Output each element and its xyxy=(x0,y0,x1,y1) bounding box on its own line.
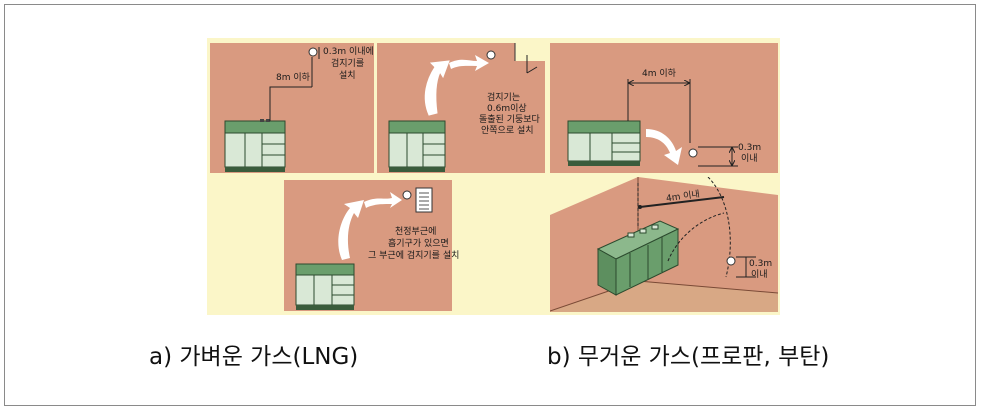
note-line-3: 돌출된 기둥보다 xyxy=(479,115,540,125)
gas-flow-arrow xyxy=(449,55,489,71)
stove-cabinet xyxy=(388,120,446,172)
air-intake-vent-icon xyxy=(415,187,433,213)
caption-b: b) 무거운 가스(프로판, 부탄) xyxy=(547,344,830,370)
stove-cabinet xyxy=(295,263,355,310)
beam-notch xyxy=(515,43,545,61)
gas-flow-arrow xyxy=(424,60,450,116)
gas-flow-arrow xyxy=(646,129,682,165)
distance-label: 8m 이하 xyxy=(276,73,310,83)
stove-cabinet xyxy=(224,119,286,172)
note-line-3: 설치 xyxy=(339,71,356,81)
gas-detector-icon xyxy=(402,190,412,200)
gas-detector-icon xyxy=(486,50,496,60)
gas-flow-arrow xyxy=(338,200,364,260)
gas-detector-installation-figure: 8m 이하 0.3m 이내에 검지기를 설치 검지기는 0.6m이상 xyxy=(207,38,780,315)
distance-line xyxy=(639,196,725,208)
stove-cabinet xyxy=(596,220,680,296)
panel-light-gas-beam: 검지기는 0.6m이상 돌출된 기둥보다 안쪽으로 설치 xyxy=(377,43,545,173)
floor xyxy=(550,281,778,312)
gas-detector-icon xyxy=(688,148,698,158)
gas-detector-icon xyxy=(308,47,318,57)
distance-line xyxy=(269,86,312,121)
panel-tl-drawing xyxy=(224,47,320,172)
note-line-2: 0.6m이상 xyxy=(487,104,527,114)
height-label-2: 이내 xyxy=(741,154,758,164)
height-label-1: 0.3m xyxy=(738,143,762,153)
note-line-4: 안쪽으로 설치 xyxy=(481,126,534,136)
height-label-1: 0.3m xyxy=(749,259,773,269)
panel-heavy-gas-floor: 4m 이하 0.3m 이내 xyxy=(550,43,778,173)
panel-light-gas-ceiling: 8m 이하 0.3m 이내에 검지기를 설치 xyxy=(210,43,374,173)
note-line-1: 0.3m 이내에 xyxy=(323,47,374,57)
note-line-2: 검지기를 xyxy=(331,59,365,69)
caption-a: a) 가벼운 가스(LNG) xyxy=(149,344,359,370)
note-line-1: 검지기는 xyxy=(487,93,521,103)
height-label-2: 이내 xyxy=(751,270,768,280)
panel-tr-drawing xyxy=(567,79,738,167)
gas-flow-arrow xyxy=(364,192,402,208)
panel-heavy-gas-room: 4m 이내 0.3m 이내 xyxy=(550,177,778,312)
distance-label: 4m 이하 xyxy=(642,69,676,79)
note-line-1: 천정부근에 xyxy=(395,227,437,237)
panel-br-drawing xyxy=(550,177,778,312)
note-line-2: 흡기구가 있으면 xyxy=(388,239,449,249)
panel-light-gas-intake: 천정부근에 흡기구가 있으면 그 부근에 검지기를 설치 xyxy=(284,180,459,311)
panel-bl-drawing xyxy=(295,187,433,310)
stove-cabinet xyxy=(567,120,641,166)
note-line-3: 그 부근에 검지기를 설치 xyxy=(368,251,460,261)
gas-detector-icon xyxy=(726,256,736,266)
panel-tm-drawing xyxy=(388,43,545,172)
